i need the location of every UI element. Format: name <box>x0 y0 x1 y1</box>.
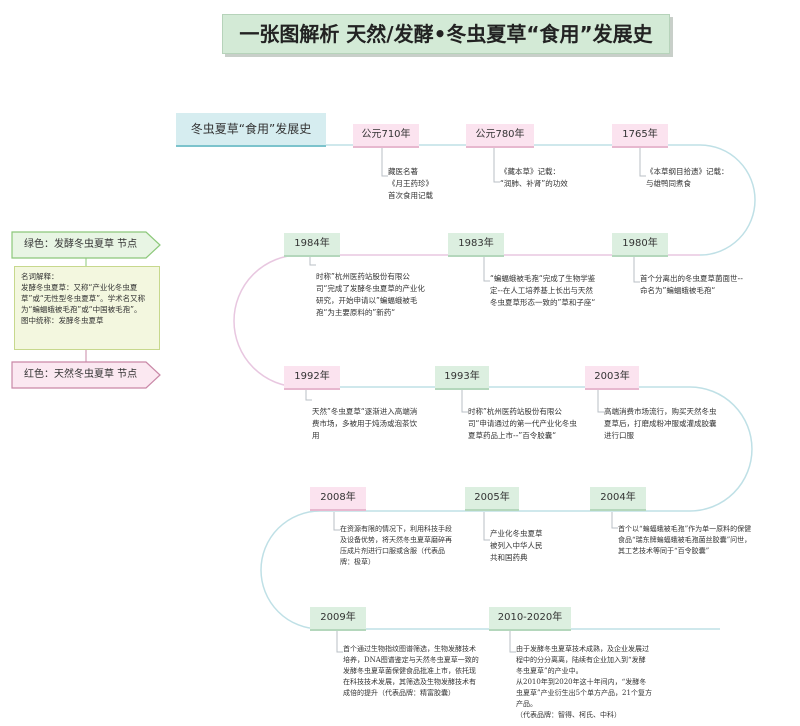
year-1980: 1980年 <box>612 233 668 257</box>
definition-box: 名词解释： 发酵冬虫夏草：又称“产业化冬虫夏草”或“无性型冬虫夏草”。学术名又称… <box>14 266 160 350</box>
node-1765-text: 《本草纲目拾遗》记载： 与雄鸭同煮食 <box>646 167 729 188</box>
year-1983: 1983年 <box>448 233 504 257</box>
node-2009-text: 首个通过生物指纹图谱筛选，生物发酵技术培养，DNA图谱鉴定与天然冬虫夏草一致的发… <box>343 645 479 697</box>
node-1992-text: 天然”冬虫夏草“逐渐进入高端消费市场，多被用于炖汤或泡茶饮用 <box>312 407 418 440</box>
node-710-text: 藏医名著 《月王药珍》 首次食用记载 <box>388 167 433 200</box>
year-2003: 2003年 <box>585 366 639 390</box>
node-1984-text: 时称”杭州医药站股份有限公司“完成了发酵冬虫夏草的产业化研究，开始申请以”蝙蝠蛾… <box>316 272 425 317</box>
year-1992: 1992年 <box>284 366 340 390</box>
year-2004: 2004年 <box>590 487 646 511</box>
node-1993-text: 时称”杭州医药站股份有限公司“申请通过的第一代产业化冬虫夏草药品上市--”百令胶… <box>468 407 577 440</box>
node-1980-text: 首个分离出的冬虫夏草菌面世--命名为”蝙蝠蛾被毛孢“ <box>640 274 743 295</box>
year-2008: 2008年 <box>310 487 366 511</box>
year-1993: 1993年 <box>435 366 489 390</box>
legend-green-label: 绿色：发酵冬虫夏草 节点 <box>24 239 138 250</box>
year-2009: 2009年 <box>310 607 366 631</box>
year-1765: 1765年 <box>612 124 668 148</box>
legend-red-label: 红色：天然冬虫夏草 节点 <box>24 369 138 380</box>
node-2008-text: 在资源有限的情况下，利用科技手段及设备优势，将天然冬虫夏草磨碎再压成片剂进行口服… <box>340 525 452 566</box>
timeline-subtitle: 冬虫夏草“食用”发展史 <box>176 113 326 147</box>
page-title: 一张图解析 天然/发酵•冬虫夏草“食用”发展史 <box>222 14 670 54</box>
node-2010-2020-text: 由于发酵冬虫夏草技术成熟，及企业发展过程中的分分离离，陆续有企业加入到“发酵冬虫… <box>516 645 652 719</box>
node-1983-text: “蝙蝠蛾被毛孢“完成了生物学鉴定--在人工培养基上长出与天然冬虫夏草形态一致的”… <box>490 274 596 307</box>
node-2004-text: 首个以“蝙蝠蛾被毛孢”作为单一原料的保健食品“瑞东牌蝙蝠蛾被毛孢菌丝胶囊”问世，… <box>618 525 752 555</box>
node-780-text: 《藏本草》记载： “润肺、补肾”的功效 <box>500 167 568 188</box>
node-2003-text: 高端消费市场流行，购买天然冬虫夏草后，打磨成粉冲服或灌成胶囊进行口服 <box>604 407 717 440</box>
year-2005: 2005年 <box>465 487 519 511</box>
year-710: 公元710年 <box>353 124 419 148</box>
year-780: 公元780年 <box>466 124 534 148</box>
node-2005-text: 产业化冬虫夏草 被列入中华人民 共和国药典 <box>490 529 543 562</box>
year-2010-2020: 2010-2020年 <box>489 607 571 631</box>
year-1984: 1984年 <box>284 233 340 257</box>
